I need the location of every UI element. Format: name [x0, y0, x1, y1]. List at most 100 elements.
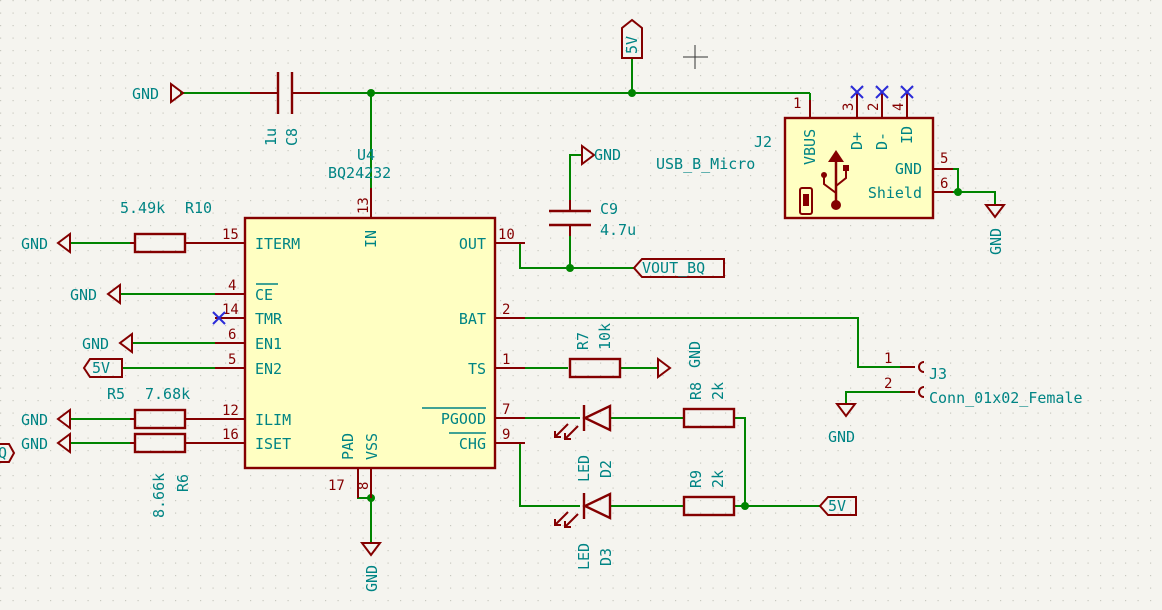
u4-pin-num-13: 13 [356, 197, 372, 214]
led-d3[interactable]: LED D3 [554, 492, 615, 570]
r9-value: 2k [709, 470, 727, 488]
gnd-symbol-r7: GND [657, 341, 704, 379]
svg-text:GND: GND [70, 286, 97, 304]
u4-pin-num-1: 1 [502, 352, 510, 368]
u4-pin-num-6: 6 [228, 327, 236, 343]
net-label-vout-bq: VOUT_BQ [632, 258, 725, 278]
r7-value: 10k [596, 323, 614, 350]
r6-value: 8.66k [150, 473, 168, 518]
u4-pins [215, 188, 525, 498]
gnd-symbol-c8: GND [132, 82, 185, 104]
connector-j2-usb[interactable]: 1 3 2 4 5 6 VBUS D+ D- ID GND Shield J2 … [656, 92, 953, 220]
u4-pin-chg: CHG [459, 435, 486, 453]
u4-pin-en2: EN2 [255, 360, 282, 378]
svg-text:GND: GND [21, 235, 48, 253]
u4-pin-num-4: 4 [228, 278, 236, 294]
capacitor-c8[interactable]: 1u C8 [250, 72, 320, 146]
c8-value: 1u [262, 128, 280, 146]
resistor-r6[interactable]: 8.66k R6 [130, 432, 215, 518]
r7-ref: R7 [574, 332, 592, 350]
svg-text:GND: GND [686, 341, 704, 368]
wires [70, 58, 996, 543]
u4-pin-ce: CE [255, 286, 273, 304]
u4-pin-num-5: 5 [228, 352, 236, 368]
d3-ref: D3 [597, 548, 615, 566]
resistor-r8[interactable]: R8 2k [682, 382, 736, 429]
u4-value: BQ24232 [328, 164, 391, 182]
j2-no-connect-icons [850, 85, 914, 99]
u4-pin-pad: PAD [339, 433, 357, 460]
u4-pin-num-15: 15 [222, 227, 239, 243]
gnd-symbol-ce: GND [70, 283, 121, 305]
j2-pin-dplus: D+ [848, 132, 866, 150]
d2-value: LED [575, 455, 593, 482]
cursor-crosshair-icon [683, 45, 708, 69]
svg-text:GND: GND [82, 335, 109, 353]
u4-pin-tmr: TMR [255, 310, 283, 328]
gnd-symbol-r5: GND [21, 408, 71, 430]
j2-value: USB_B_Micro [656, 155, 755, 173]
svg-text:5V: 5V [828, 497, 846, 515]
u4-pin-en1: EN1 [255, 335, 282, 353]
u4-pin-ilim: ILIM [255, 411, 291, 429]
u4-pin-num-12: 12 [222, 403, 239, 419]
svg-text:5V: 5V [623, 36, 641, 54]
j3-pin-num-2: 2 [884, 376, 892, 392]
gnd-symbol-r10: GND [21, 232, 71, 254]
junction-dots [367, 89, 962, 510]
power-5v-en2: 5V [82, 358, 123, 378]
u4-pin-out: OUT [459, 235, 486, 253]
d3-emission-arrow-icon [554, 511, 579, 528]
j3-value: Conn_01x02_Female [929, 389, 1083, 407]
c9-ref: C9 [600, 200, 618, 218]
d2-emission-arrow-icon [554, 423, 579, 440]
u4-pin-in: IN [362, 230, 380, 248]
u4-pin-pgood: PGOOD [441, 410, 486, 428]
j2-pin-dminus: D- [873, 132, 891, 150]
resistor-r10[interactable]: 5.49k R10 [120, 199, 215, 254]
tmr-no-connect-icon [212, 311, 226, 325]
resistor-r5[interactable]: R5 7.68k [107, 385, 215, 430]
svg-text:VOUT_BQ: VOUT_BQ [642, 259, 705, 277]
svg-text:GND: GND [363, 565, 381, 592]
svg-text:5V: 5V [92, 359, 110, 377]
u4-bq24232-ic[interactable]: U4 BQ24232 15 4 14 6 5 12 16 10 2 1 7 9 … [215, 146, 525, 498]
capacitor-c9[interactable]: C9 4.7u [549, 200, 636, 239]
power-5v-top: 5V [621, 18, 643, 59]
d2-ref: D2 [597, 460, 615, 478]
r10-value: 5.49k [120, 199, 165, 217]
r5-ref: R5 [107, 385, 125, 403]
j3-ref: J3 [929, 365, 947, 383]
gnd-symbol-j3: GND [828, 403, 857, 446]
r8-ref: R8 [687, 382, 705, 400]
u4-pin-num-14: 14 [222, 302, 239, 318]
gnd-symbol-r6: GND [21, 432, 71, 454]
resistor-r9[interactable]: R9 2k [682, 470, 736, 517]
edge-label-fragment: Q [0, 443, 16, 463]
j2-pin-num-6: 6 [940, 176, 948, 192]
r10-ref: R10 [185, 199, 212, 217]
u4-ref: U4 [357, 146, 375, 164]
gnd-symbol-c9: GND [581, 144, 621, 166]
u4-pin-num-2: 2 [502, 302, 510, 318]
j2-pin-num-1: 1 [793, 96, 801, 112]
svg-text:Q: Q [0, 444, 7, 462]
resistor-r7[interactable]: R7 10k [568, 323, 622, 379]
led-d2[interactable]: LED D2 [554, 404, 615, 482]
j2-ref: J2 [754, 133, 772, 151]
u4-pin-iset: ISET [255, 435, 291, 453]
j2-pin-num-5: 5 [940, 151, 948, 167]
d3-value: LED [575, 543, 593, 570]
gnd-symbol-u4-vss: GND [360, 542, 382, 592]
r9-ref: R9 [687, 470, 705, 488]
connector-j3[interactable]: 1 2 J3 Conn_01x02_Female [884, 351, 1083, 407]
usb-symbol-icon [799, 150, 849, 215]
u4-pin-num-9: 9 [502, 427, 510, 443]
u4-pin-num-17: 17 [328, 478, 345, 494]
svg-text:GND: GND [21, 411, 48, 429]
r8-value: 2k [709, 382, 727, 400]
u4-pin-num-7: 7 [502, 402, 510, 418]
gnd-symbol-en1: GND [82, 332, 133, 354]
